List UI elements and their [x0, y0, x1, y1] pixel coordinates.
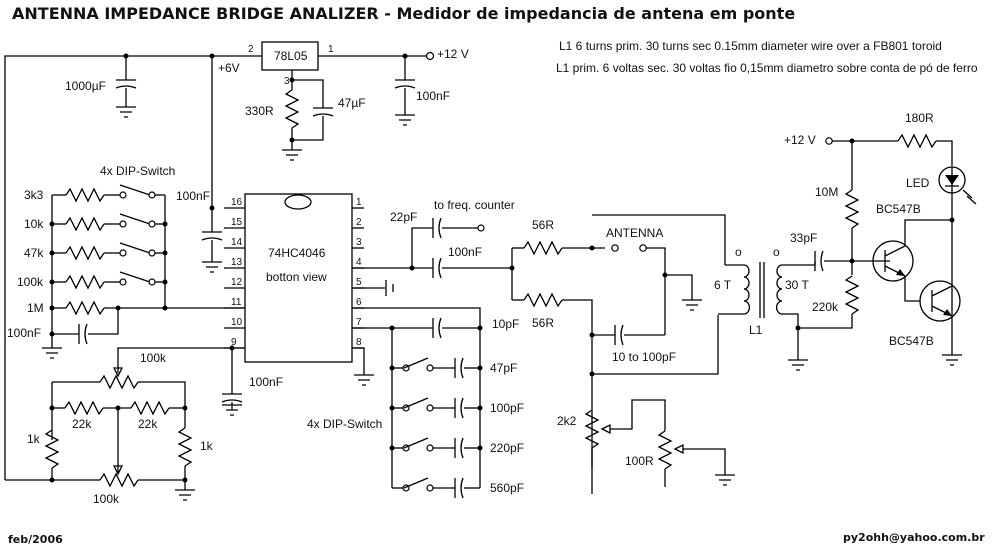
transformer-l1: o o 6 T 30 T L1: [714, 245, 815, 345]
ic-pin-16: 16: [231, 197, 243, 208]
antenna-label: ANTENNA: [606, 226, 663, 240]
power-supply: +12 V 78L05 2 1 3 1000µF +6V 100nF 330R: [4, 41, 469, 480]
r-bias-bottom-label: 220k: [812, 300, 839, 314]
detector: +12 V 180R LED 10M 220k 33pF BC547B BC54…: [784, 111, 977, 371]
dot-primary: o: [735, 245, 742, 259]
ic-subtitle: botton view: [266, 270, 327, 284]
c-out-label: 100nF: [448, 245, 482, 259]
c-range-label: 220pF: [490, 441, 524, 455]
c-pin9-label: 100nF: [249, 375, 283, 389]
c-var-label: 10 to 100pF: [612, 350, 676, 364]
footer-email: py2ohh@yahoo.com.br: [843, 531, 985, 544]
c-10pf-label: 10pF: [492, 317, 519, 331]
regulator-label: 78L05: [274, 49, 308, 63]
secondary-turns: 30 T: [785, 278, 809, 292]
c-range-label: 100pF: [490, 401, 524, 415]
pin9-network: 100k 22k 22k 1k 1k 100k: [5, 347, 245, 506]
r-22k-left-label: 22k: [72, 417, 92, 431]
note-portuguese: L1 prim. 6 voltas sec. 30 voltas fio 0,1…: [556, 61, 978, 75]
vcc-terminal: [825, 137, 833, 145]
c-counter-label: 22pF: [390, 210, 417, 224]
ic-pin-7: 7: [356, 317, 362, 328]
note-english: L1 6 turns prim. 30 turns sec 0.15mm dia…: [559, 39, 942, 53]
r-select-label: 10k: [24, 217, 44, 231]
range-capacitors: 10pF 47pF 100pF 220pF 560pF 4x DIP-Switch: [307, 307, 524, 499]
ic-pin-2: 2: [356, 217, 362, 228]
ic-pin-4: 4: [356, 257, 362, 268]
r-adj-label: 330R: [245, 104, 274, 118]
vout-label: +6V: [218, 61, 240, 75]
r-1m-label: 1M: [27, 301, 44, 315]
antenna-terminal-1: [611, 244, 619, 252]
q2-label: BC547B: [889, 334, 934, 348]
ic-pin-1: 1: [356, 197, 362, 208]
footer-date: feb/2006: [8, 533, 63, 546]
reg-pin-in: 1: [328, 44, 334, 55]
pot-fine-label: 100R: [625, 454, 654, 468]
antenna-terminal-2: [639, 244, 647, 252]
dot-secondary: o: [773, 245, 780, 259]
reg-pin-gnd: 3: [284, 76, 290, 87]
ic-pin-15: 15: [231, 217, 243, 228]
dip-switch-1-label: 4x DIP-Switch: [100, 164, 175, 178]
freq-select-network: 4x DIP-Switch 3k3 10k 47k 100k 1M 100nF: [7, 164, 245, 359]
r-select-label: 47k: [24, 246, 44, 260]
r-22k-right-label: 22k: [138, 417, 158, 431]
ic-pin-3: 3: [356, 237, 362, 248]
c-vcc-label: 100nF: [176, 189, 210, 203]
c-adj-label: 47µF: [338, 96, 366, 110]
regulator-78l05: [261, 41, 319, 71]
detector-vcc-label: +12 V: [784, 133, 816, 147]
ic-pin-5: 5: [356, 277, 362, 288]
c-in-label: 100nF: [416, 89, 450, 103]
pot-coarse-label: 2k2: [557, 414, 577, 428]
r-56-top-label: 56R: [532, 218, 554, 232]
r-select-label: 3k3: [24, 188, 44, 202]
c-range-label: 47pF: [490, 361, 517, 375]
page-title: ANTENNA IMPEDANCE BRIDGE ANALIZER - Medi…: [12, 4, 795, 23]
vin-terminal: [425, 51, 435, 61]
c-bulk-label: 1000µF: [65, 79, 106, 93]
reg-pin-out: 2: [248, 44, 254, 55]
r-led-label: 180R: [905, 111, 934, 125]
c-couple-label: 33pF: [790, 231, 817, 245]
r-select-label: 100k: [17, 275, 44, 289]
primary-turns: 6 T: [714, 278, 732, 292]
ic-pin-10: 10: [231, 317, 243, 328]
r-1k-left-label: 1k: [27, 432, 41, 446]
r-bias-top-label: 10M: [815, 185, 838, 199]
ic-pin-14: 14: [231, 237, 243, 248]
ic-pin-8: 8: [356, 337, 362, 348]
output-section: 22pF to freq. counter 100nF: [352, 198, 515, 279]
ic-pin-11: 11: [231, 297, 242, 308]
c-filter-label: 100nF: [7, 326, 41, 340]
bridge: 56R 56R ANTENNA 10 to 100pF 2k2 100R: [509, 214, 736, 494]
vin-label: +12 V: [437, 47, 469, 61]
pot-bottom-label: 100k: [93, 492, 120, 506]
ic-pin-9: 9: [231, 337, 237, 348]
ic-pin-12: 12: [231, 277, 243, 288]
r-1k-right-label: 1k: [200, 439, 214, 453]
r-56-bottom-label: 56R: [532, 316, 554, 330]
ic-pin-6: 6: [356, 297, 362, 308]
q1-label: BC547B: [876, 202, 921, 216]
c-range-label: 560pF: [490, 481, 524, 495]
led-label: LED: [906, 176, 930, 190]
counter-label: to freq. counter: [434, 198, 515, 212]
ic-pin-13: 13: [231, 257, 243, 268]
transistor-q2-icon: [919, 280, 961, 322]
ic-name: 74HC4046: [268, 246, 326, 260]
dip-switch-2-label: 4x DIP-Switch: [307, 417, 382, 431]
transistor-q1-icon: [872, 240, 914, 282]
pot-top-label: 100k: [140, 351, 167, 365]
transformer-name: L1: [749, 323, 763, 337]
